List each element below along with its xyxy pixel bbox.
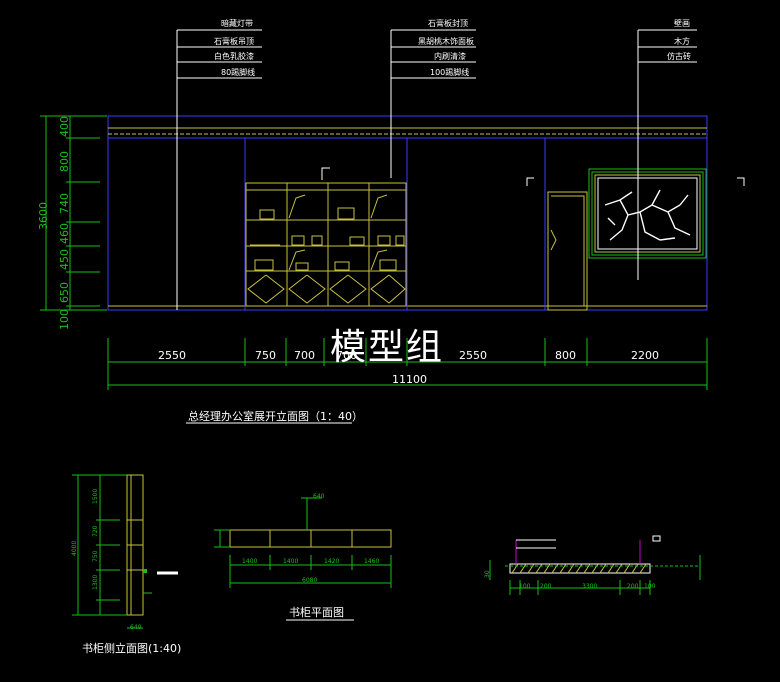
section-dim-3: 3300 xyxy=(582,583,598,590)
side-dim-1: 1500 xyxy=(92,488,99,504)
side-total-dim: 4000 xyxy=(71,540,78,556)
hdim-3: 700 xyxy=(294,349,315,362)
side-bottom-dim: 640 xyxy=(130,624,142,631)
elevation-title: 总经理办公室展开立面图（1：40） xyxy=(188,410,363,423)
vdim-1: 100 xyxy=(58,309,71,330)
plan-total-dim: 6080 xyxy=(302,577,318,584)
side-view-title: 书柜侧立面图(1:40) xyxy=(82,642,182,655)
mural xyxy=(588,168,707,259)
side-dim-4: 1300 xyxy=(92,574,99,590)
vdim-2: 650 xyxy=(58,282,71,303)
plan-top-dim: 640 xyxy=(313,493,325,500)
callout-right-2: 木方 xyxy=(674,37,690,46)
plan-view-title: 书柜平面图 xyxy=(289,606,344,619)
vdim-3: 450 xyxy=(58,249,71,270)
callout-left-4: 80踢脚线 xyxy=(221,68,256,77)
vdim-5: 740 xyxy=(58,193,71,214)
callout-middle-2: 黑胡桃木饰面板 xyxy=(418,37,474,46)
callout-middle-4: 100踢脚线 xyxy=(430,68,470,77)
callout-left-1: 暗藏灯带 xyxy=(221,19,253,28)
section-view xyxy=(489,535,701,595)
plan-dim-3: 1420 xyxy=(324,558,340,565)
vdim-7: 400 xyxy=(58,116,71,137)
main-elevation xyxy=(40,29,745,424)
hdim-2: 750 xyxy=(255,349,276,362)
hdim-5: 2550 xyxy=(459,349,487,362)
section-side-dim: 30 xyxy=(484,570,491,578)
total-height-dim: 3600 xyxy=(37,202,50,230)
side-dim-3: 750 xyxy=(92,550,99,562)
plan-dim-4: 1460 xyxy=(364,558,380,565)
horizontal-dim-lines xyxy=(107,338,708,390)
section-dim-2: 200 xyxy=(540,583,552,590)
callout-right-1: 壁画 xyxy=(674,19,690,28)
bookcase xyxy=(245,182,407,307)
hdim-7: 2200 xyxy=(631,349,659,362)
section-dim-5: 100 xyxy=(644,583,656,590)
hdim-1: 2550 xyxy=(158,349,186,362)
callout-middle-3: 内刷清漆 xyxy=(434,52,466,61)
side-view xyxy=(72,474,178,629)
vertical-dim-lines xyxy=(40,115,107,311)
door xyxy=(547,191,588,311)
hdim-6: 800 xyxy=(555,349,576,362)
callout-right-3: 仿古砖 xyxy=(667,52,691,61)
callout-left-3: 白色乳胶漆 xyxy=(214,52,254,61)
side-dim-2: 720 xyxy=(92,525,99,537)
section-dim-1: 100 xyxy=(519,583,531,590)
plan-dim-2: 1400 xyxy=(283,558,299,565)
vdim-6: 800 xyxy=(58,151,71,172)
plan-view xyxy=(214,497,392,621)
callout-middle-1: 石膏板封顶 xyxy=(428,19,468,28)
callout-left-2: 石膏板吊顶 xyxy=(214,37,254,46)
total-width-dim: 11100 xyxy=(392,373,427,386)
plan-dim-1: 1400 xyxy=(242,558,258,565)
vdim-4: 460 xyxy=(58,223,71,244)
section-dim-4: 200 xyxy=(627,583,639,590)
watermark: 模型组 xyxy=(330,327,445,368)
hdim-4: 700 xyxy=(336,349,357,362)
callout-leaders xyxy=(176,29,745,310)
